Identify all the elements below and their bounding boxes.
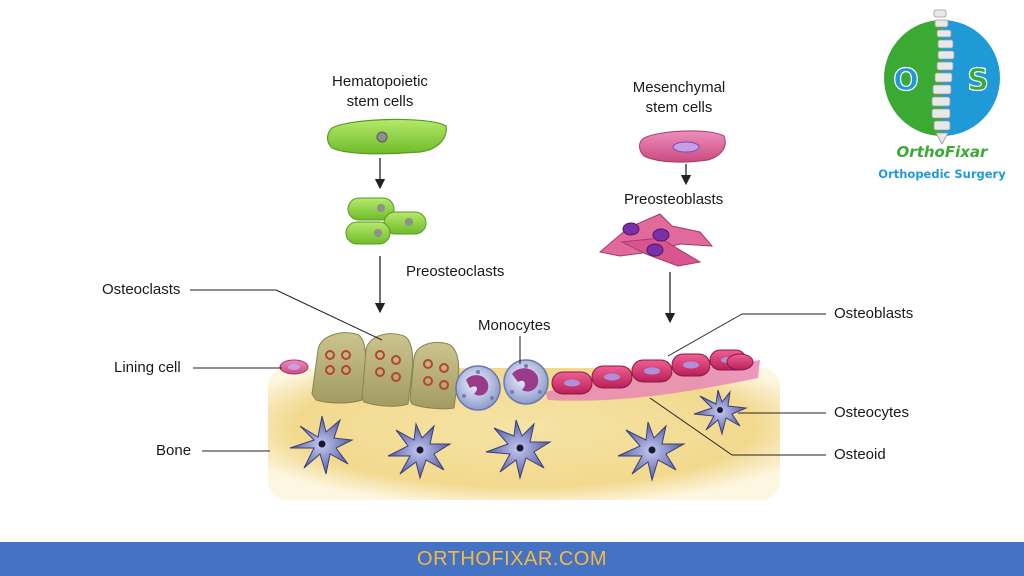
monocyte-2 [503, 359, 549, 405]
brand-name: OrthoFixar [896, 143, 988, 161]
label-osteoclasts: Osteoclasts [102, 281, 181, 298]
label-mesenchymal-line2: stem cells [645, 99, 713, 116]
osteocyte-3 [485, 419, 552, 480]
label-osteoblasts: Osteoblasts [834, 305, 914, 322]
hematopoietic-stem-cell [326, 118, 447, 155]
label-osteoid: Osteoid [834, 446, 886, 463]
osteocyte-4 [617, 421, 686, 482]
label-preosteoblasts: Preosteoblasts [624, 191, 724, 208]
label-mesenchymal-line1: Mesenchymal [632, 79, 726, 96]
label-hematopoietic-stem-cells: Hematopoietic stem cells [312, 72, 448, 112]
orthofixar-logo: O S [884, 9, 1000, 145]
logo-letter-o: O [893, 63, 919, 98]
leader-osteoclasts-diag [275, 289, 383, 341]
logo-blue-half [942, 20, 1000, 136]
logo-letter-s: S [967, 63, 989, 98]
leader-osteoid-diag [649, 397, 733, 456]
label-preosteoclasts: Preosteoclasts [406, 263, 505, 280]
preosteoclast-cluster [345, 197, 427, 245]
osteocyte-2 [387, 422, 452, 480]
osteoclast-cell-2 [361, 333, 414, 407]
label-hematopoietic-line1: Hematopoietic [332, 73, 428, 90]
osteocyte-1 [289, 415, 354, 475]
preosteoblasts-cells [598, 213, 714, 267]
spine-icon [931, 9, 955, 145]
osteoblast-row [551, 349, 754, 395]
label-monocytes: Monocytes [478, 317, 551, 334]
mesenchymal-stem-cell [639, 130, 726, 163]
label-hematopoietic-line2: stem cells [346, 93, 414, 110]
leader-lines [190, 289, 826, 456]
logo-green-half [884, 20, 942, 136]
footer-link[interactable]: ORTHOFIXAR.COM [417, 547, 607, 570]
osteocyte-5 [693, 389, 748, 436]
leader-osteoblasts-diag [667, 313, 743, 357]
monocyte-1 [455, 365, 501, 411]
osteoclast-cell-1 [311, 332, 367, 404]
label-lining-cell: Lining cell [114, 359, 181, 376]
osteoclast-cell-3 [409, 342, 460, 410]
label-mesenchymal-stem-cells: Mesenchymal stem cells [614, 78, 744, 118]
brand-subtitle: Orthopedic Surgery [878, 167, 1006, 181]
label-bone: Bone [156, 442, 192, 459]
label-osteocytes: Osteocytes [834, 404, 910, 421]
lining-cell [279, 359, 309, 375]
footer-bar: ORTHOFIXAR.COM [0, 542, 1024, 576]
